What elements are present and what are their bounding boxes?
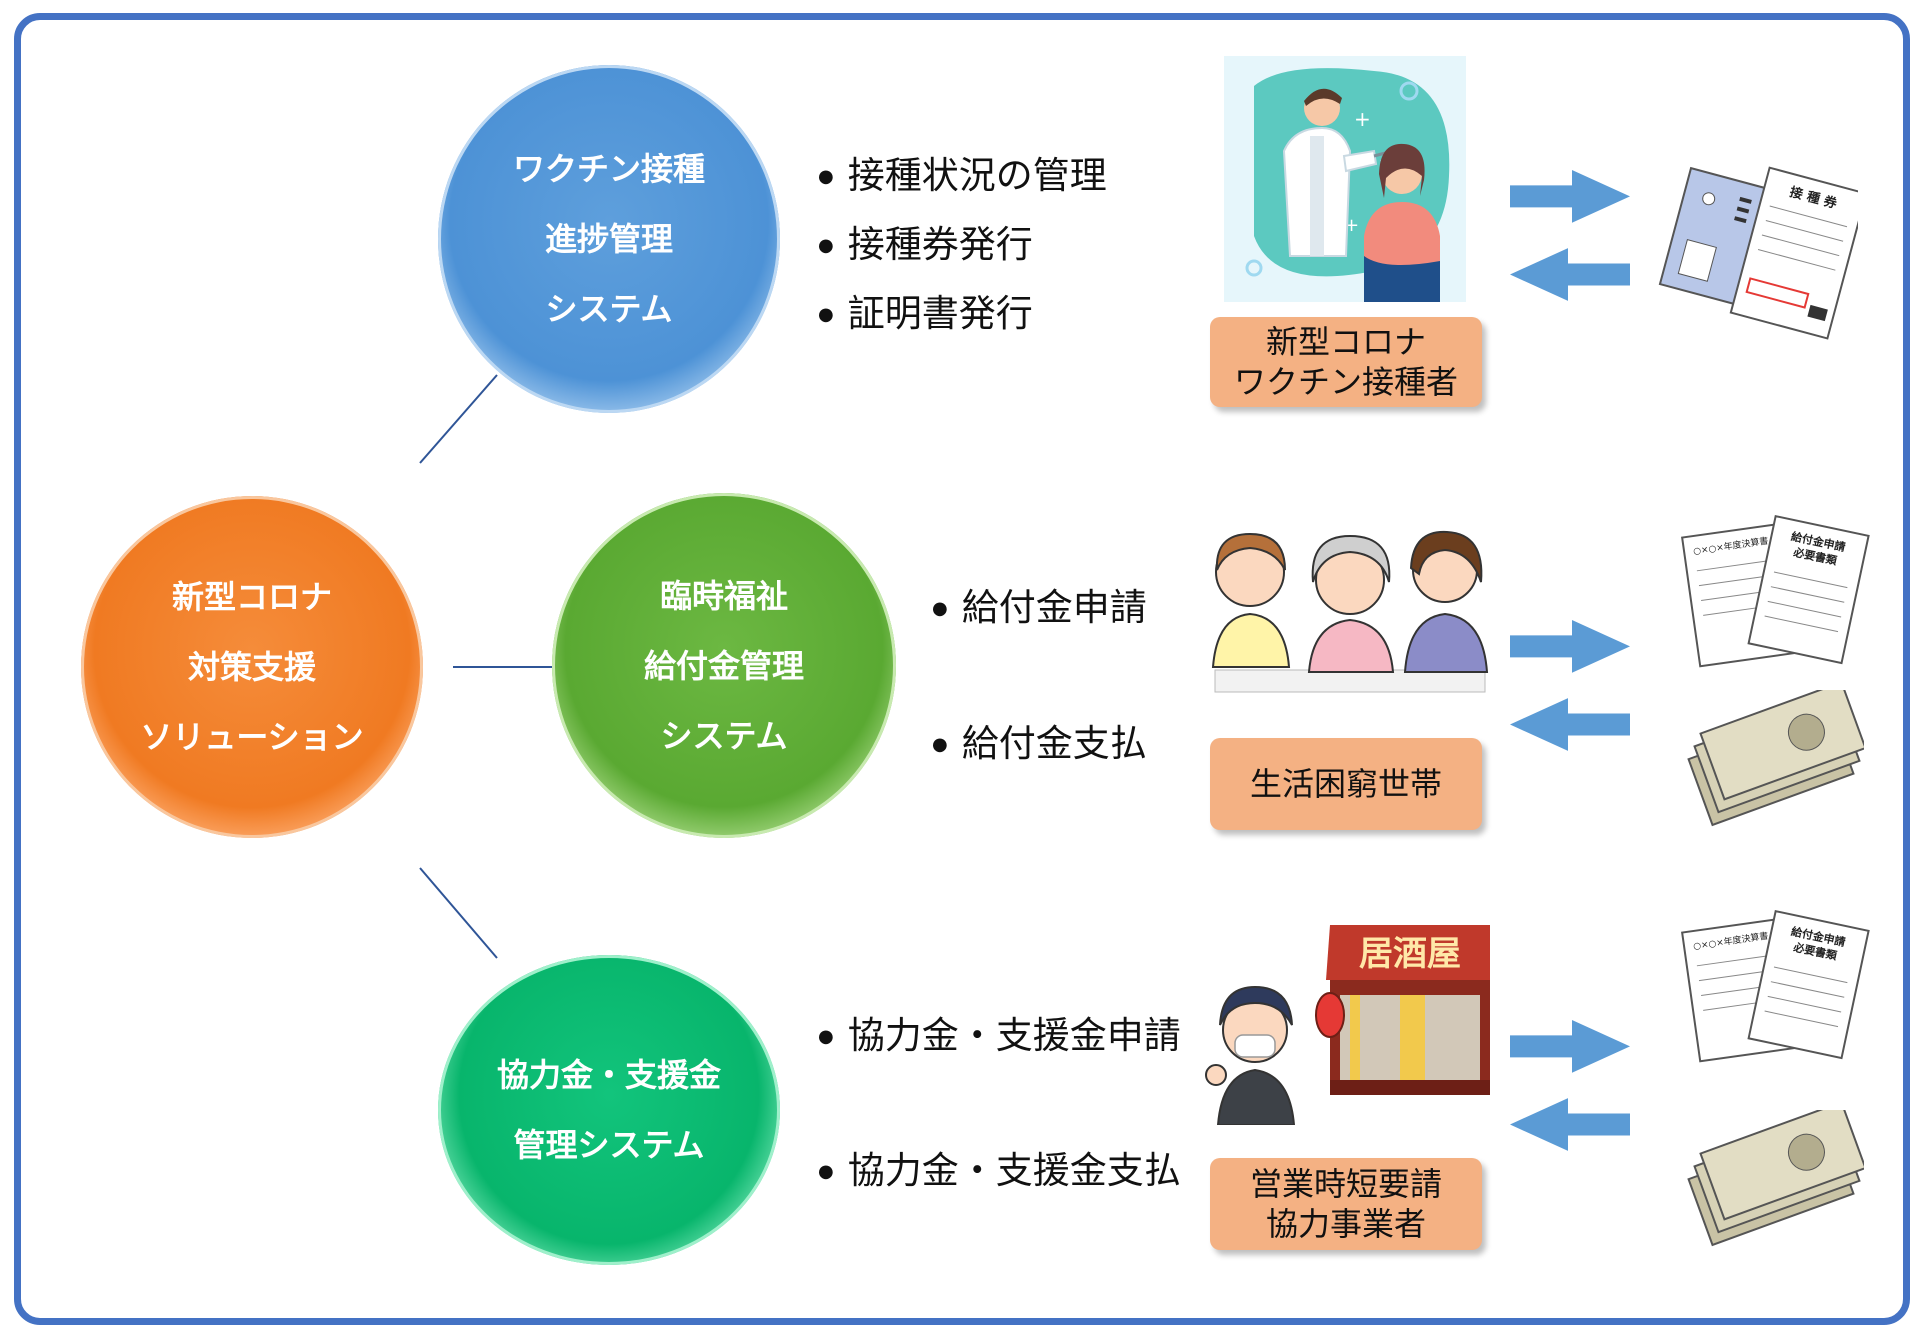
vaccination-illustration: + + +: [1224, 56, 1466, 302]
arrow-right: [1510, 170, 1630, 223]
welfare-bullet-1: 給付金申請: [932, 577, 1147, 631]
welfare-bullet-2: 給付金支払: [932, 713, 1147, 767]
vaccine-target-line-1: 新型コロナ: [1265, 323, 1426, 361]
vaccine-system-circle: ワクチン接種 進捗管理 システム: [438, 65, 780, 413]
application-documents-icon-welfare: ○×○×年度決算書 給付金申請 必要書類: [1681, 514, 1870, 668]
cooperation-target-line-1: 営業時短要請: [1249, 1165, 1442, 1203]
arrow-right: [1510, 620, 1630, 673]
welfare-line-3: システム: [660, 716, 788, 755]
arrow-left: [1510, 248, 1630, 301]
vaccine-target-label: 新型コロナ ワクチン接種者: [1210, 317, 1482, 407]
vaccine-bullet-3: 証明書発行: [818, 283, 1033, 337]
arrow-right: [1510, 1020, 1630, 1073]
vaccine-line-2: 進捗管理: [544, 220, 673, 258]
exchange-arrows-welfare: [1510, 620, 1630, 751]
exchange-arrows-cooperation: [1510, 1020, 1630, 1151]
connector-cooperation: [419, 867, 498, 959]
welfare-system-circle: 臨時福祉 給付金管理 システム: [552, 493, 896, 838]
cooperation-bullet-1: 協力金・支援金申請: [818, 1005, 1181, 1059]
banknotes-icon-welfare: [1687, 690, 1864, 827]
arrow-left: [1510, 1098, 1630, 1151]
vaccination-ticket-icon: 接 種 券: [1658, 166, 1858, 340]
arrow-left: [1510, 698, 1630, 751]
exchange-arrows-vaccine: [1510, 170, 1630, 301]
root-circle: 新型コロナ 対策支援 ソリューション: [81, 496, 423, 838]
cooperation-target-label: 営業時短要請 協力事業者: [1210, 1158, 1482, 1250]
cooperation-system-circle: 協力金・支援金 管理システム: [438, 955, 780, 1265]
cooperation-bullet-2: 協力金・支援金支払: [818, 1140, 1181, 1194]
svg-text:+: +: [1354, 107, 1371, 131]
shop-owner-illustration: 居酒屋: [1205, 925, 1490, 1125]
welfare-line-1: 臨時福祉: [659, 576, 788, 615]
vaccine-line-1: ワクチン接種: [512, 150, 705, 188]
vaccine-bullet-1: 接種状況の管理: [818, 145, 1107, 199]
cooperation-line-1: 協力金・支援金: [496, 1056, 721, 1094]
root-line-1: 新型コロナ: [171, 578, 332, 616]
root-line-3: ソリューション: [140, 718, 364, 756]
banknotes-icon-cooperation: [1687, 1110, 1864, 1247]
application-documents-icon-cooperation: ○×○×年度決算書 給付金申請 必要書類: [1681, 909, 1870, 1063]
connector-vaccine: [419, 374, 498, 464]
vaccine-bullet-2: 接種券発行: [818, 214, 1033, 268]
root-line-2: 対策支援: [187, 648, 316, 686]
welfare-target-line-1: 生活困窮世帯: [1249, 765, 1442, 803]
vaccine-target-line-2: ワクチン接種者: [1233, 363, 1458, 401]
vaccine-line-3: システム: [545, 290, 673, 328]
welfare-target-label: 生活困窮世帯: [1210, 738, 1482, 830]
welfare-line-2: 給付金管理: [643, 646, 804, 685]
cooperation-line-2: 管理システム: [513, 1126, 705, 1164]
shop-sign: 居酒屋: [1359, 934, 1461, 974]
household-illustration: [1205, 530, 1495, 702]
cooperation-target-line-2: 協力事業者: [1265, 1205, 1426, 1243]
